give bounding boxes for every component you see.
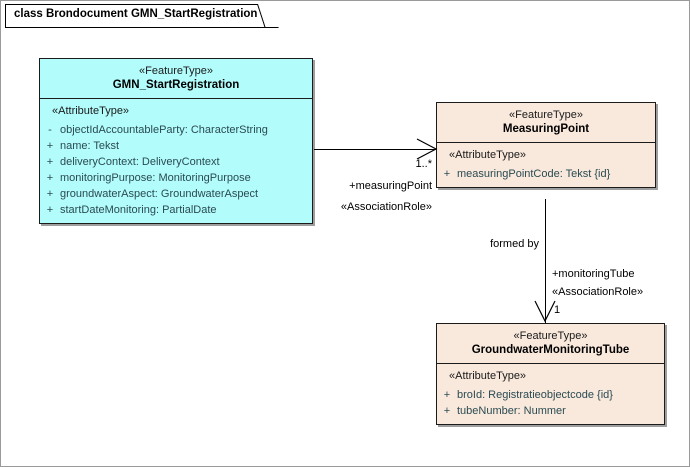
attribute-compartment-stereotype: «AttributeType» <box>449 370 527 382</box>
attribute-label: tubeNumber: Nummer <box>457 405 566 417</box>
attribute-visibility: - <box>48 124 52 136</box>
attribute-label: name: Tekst <box>60 140 120 152</box>
association-multiplicity-target: 1 <box>554 304 561 316</box>
association-line-measuringpoint-to-tube[interactable] <box>545 199 546 323</box>
diagram-frame-tab: class Brondocument GMN_StartRegistration <box>5 4 279 28</box>
class-box-measuring-point[interactable]: «FeatureType» MeasuringPoint «AttributeT… <box>436 102 656 188</box>
class-stereotype: «FeatureType» <box>139 65 213 77</box>
association-role-target: +measuringPoint <box>349 180 432 192</box>
class-attributes-gmn-start-registration: «AttributeType» - objectIdAccountablePar… <box>40 99 312 223</box>
attribute-visibility: + <box>443 389 451 401</box>
attribute-label: objectIdAccountableParty: CharacterStrin… <box>60 124 268 136</box>
attribute-visibility: + <box>46 172 54 184</box>
attribute-label: deliveryContext: DeliveryContext <box>60 156 220 168</box>
association-stereotype: «AssociationRole» <box>340 201 432 213</box>
attribute-label: startDateMonitoring: PartialDate <box>60 204 217 216</box>
frame-tab-edge <box>255 4 279 28</box>
attribute-compartment-stereotype: «AttributeType» <box>52 105 130 117</box>
attribute-visibility: + <box>443 168 451 180</box>
class-title: GroundwaterMonitoringTube <box>471 344 630 356</box>
attribute-row: + broId: Registratieobjectcode {id} <box>437 387 664 403</box>
association-role-target: +monitoringTube <box>552 268 635 280</box>
attribute-visibility: + <box>46 140 54 152</box>
attribute-label: measuringPointCode: Tekst {id} <box>457 168 611 180</box>
attribute-label: groundwaterAspect: GroundwaterAspect <box>60 188 259 200</box>
class-header-gmn-start-registration: «FeatureType» GMN_StartRegistration <box>40 59 312 99</box>
attribute-visibility: + <box>443 405 451 417</box>
association-name: formed by <box>490 238 539 250</box>
attribute-row: + monitoringPurpose: MonitoringPurpose <box>40 170 312 186</box>
class-attributes-groundwater-monitoring-tube: «AttributeType» + broId: Registratieobje… <box>437 364 664 424</box>
class-header-groundwater-monitoring-tube: «FeatureType» GroundwaterMonitoringTube <box>437 324 664 364</box>
attribute-row: - objectIdAccountableParty: CharacterStr… <box>40 122 312 138</box>
class-header-measuring-point: «FeatureType» MeasuringPoint <box>437 103 655 143</box>
open-arrowhead-icon <box>534 300 556 323</box>
class-title: MeasuringPoint <box>502 123 590 135</box>
attribute-row: + groundwaterAspect: GroundwaterAspect <box>40 186 312 202</box>
attribute-row: + tubeNumber: Nummer <box>437 403 664 419</box>
class-box-gmn-start-registration[interactable]: «FeatureType» GMN_StartRegistration «Att… <box>39 58 313 224</box>
attribute-visibility: + <box>46 156 54 168</box>
attribute-compartment-stereotype: «AttributeType» <box>449 149 527 161</box>
class-stereotype: «FeatureType» <box>513 330 588 342</box>
attribute-visibility: + <box>46 188 54 200</box>
association-line-gmn-to-measuringpoint[interactable] <box>314 149 436 150</box>
attribute-label: monitoringPurpose: MonitoringPurpose <box>60 172 251 184</box>
diagram-title: class Brondocument GMN_StartRegistration <box>14 8 258 20</box>
class-title: GMN_StartRegistration <box>112 79 240 91</box>
attribute-row: + measuringPointCode: Tekst {id} <box>437 166 655 182</box>
open-arrowhead-icon <box>416 138 438 160</box>
attribute-visibility: + <box>46 204 54 216</box>
association-multiplicity-target: 1..* <box>415 158 432 170</box>
class-attributes-measuring-point: «AttributeType» + measuringPointCode: Te… <box>437 143 655 187</box>
attribute-label: broId: Registratieobjectcode {id} <box>457 389 613 401</box>
frame-tab-shape <box>5 4 279 28</box>
class-stereotype: «FeatureType» <box>509 109 583 121</box>
class-box-groundwater-monitoring-tube[interactable]: «FeatureType» GroundwaterMonitoringTube … <box>436 323 665 425</box>
association-stereotype: «AssociationRole» <box>552 286 644 298</box>
attribute-row: + name: Tekst <box>40 138 312 154</box>
attribute-row: + startDateMonitoring: PartialDate <box>40 202 312 218</box>
attribute-row: + deliveryContext: DeliveryContext <box>40 154 312 170</box>
